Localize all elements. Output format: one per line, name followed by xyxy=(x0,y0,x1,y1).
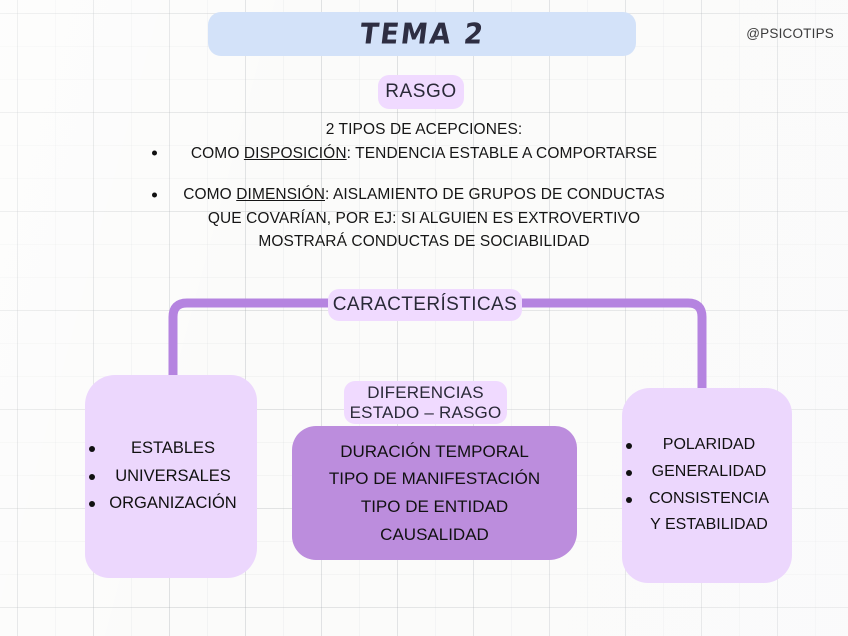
list-item: CAUSALIDAD xyxy=(380,521,489,549)
list-item-label: UNIVERSALES xyxy=(115,466,231,485)
list-item: GENERALIDAD xyxy=(622,459,792,486)
intro-bullet-1: COMO DISPOSICIÓN: TENDENCIA ESTABLE A CO… xyxy=(0,142,848,166)
list-item: POLARIDAD xyxy=(622,432,792,459)
bullet-dot-icon xyxy=(89,446,95,453)
list-item-label: DURACIÓN TEMPORAL xyxy=(340,441,529,461)
intro-bullet-2-prefix: COMO xyxy=(183,186,237,204)
list-item-label: CAUSALIDAD xyxy=(380,524,489,544)
differences-pill: DIFERENCIAS ESTADO – RASGO xyxy=(344,381,507,424)
bullet-dot-icon xyxy=(626,443,632,450)
list-item-label: ORGANIZACIÓN xyxy=(109,494,237,513)
title-banner: TEMA 2 xyxy=(208,12,636,56)
intro-bullet-2-line-2: QUE COVARÍAN, POR EJ: SI ALGUIEN ES EXTR… xyxy=(207,209,641,227)
characteristics-right-list: POLARIDAD GENERALIDAD CONSISTENCIA Y EST… xyxy=(622,388,792,583)
topic-pill-rasgo: RASGO xyxy=(378,75,464,109)
list-item: TIPO DE MANIFESTACIÓN xyxy=(329,465,540,493)
branch-root-pill: CARACTERÍSTICAS xyxy=(328,289,522,321)
bullet-dot-icon xyxy=(89,473,95,480)
list-item-label: TIPO DE MANIFESTACIÓN xyxy=(328,469,541,489)
branch-root-label: CARACTERÍSTICAS xyxy=(332,294,518,316)
bullet-dot-icon xyxy=(152,150,157,156)
list-item: ESTABLES xyxy=(85,435,257,462)
intro-bullet-2-suffix: : AISLAMIENTO DE GRUPOS DE CONDUCTAS xyxy=(325,186,665,204)
list-item: ORGANIZACIÓN xyxy=(85,490,257,517)
intro-bullet-2-underlined: DIMENSIÓN xyxy=(236,186,325,204)
differences-pill-line-2: ESTADO – RASGO xyxy=(349,402,502,422)
intro-bullet-1-prefix: COMO xyxy=(190,144,244,162)
intro-spacer xyxy=(0,165,848,183)
bullet-dot-icon xyxy=(152,192,157,198)
bullet-dot-icon xyxy=(89,501,95,508)
list-item: UNIVERSALES xyxy=(85,463,257,490)
bullet-dot-icon xyxy=(626,496,632,503)
intro-bullet-2: COMO DIMENSIÓN: AISLAMIENTO DE GRUPOS DE… xyxy=(0,183,848,207)
list-item: CONSISTENCIA xyxy=(622,486,792,513)
intro-bullet-2-line-3: MOSTRARÁ CONDUCTAS DE SOCIABILIDAD xyxy=(258,233,590,251)
characteristics-left-list: ESTABLES UNIVERSALES ORGANIZACIÓN xyxy=(85,375,257,578)
list-item: Y ESTABILIDAD xyxy=(622,512,792,539)
characteristics-box-right: POLARIDAD GENERALIDAD CONSISTENCIA Y EST… xyxy=(622,388,792,583)
list-item-label: Y ESTABILIDAD xyxy=(650,516,768,534)
list-item: TIPO DE ENTIDAD xyxy=(361,493,508,521)
watermark-handle: @PSICOTIPS xyxy=(746,26,834,41)
differences-pill-line-1: DIFERENCIAS xyxy=(367,383,484,403)
list-item-label: GENERALIDAD xyxy=(651,462,767,480)
intro-bullet-1-underlined: DISPOSICIÓN xyxy=(243,144,347,162)
intro-bullet-1-suffix: : TENDENCIA ESTABLE A COMPORTARSE xyxy=(346,144,658,162)
page-title: TEMA 2 xyxy=(357,17,487,51)
intro-heading: 2 TIPOS DE ACEPCIONES: xyxy=(325,121,523,138)
differences-box: DURACIÓN TEMPORAL TIPO DE MANIFESTACIÓN … xyxy=(292,426,577,560)
intro-text-block: 2 TIPOS DE ACEPCIONES: COMO DISPOSICIÓN:… xyxy=(0,118,848,254)
list-item-label: CONSISTENCIA xyxy=(648,489,769,507)
list-item: DURACIÓN TEMPORAL xyxy=(340,438,529,466)
differences-list: DURACIÓN TEMPORAL TIPO DE MANIFESTACIÓN … xyxy=(292,426,577,560)
characteristics-box-left: ESTABLES UNIVERSALES ORGANIZACIÓN xyxy=(85,375,257,578)
list-item-label: TIPO DE ENTIDAD xyxy=(360,497,509,516)
list-item-label: POLARIDAD xyxy=(662,436,756,454)
bullet-dot-icon xyxy=(626,469,632,476)
topic-pill-label: RASGO xyxy=(385,81,457,103)
list-item-label: ESTABLES xyxy=(130,439,216,458)
